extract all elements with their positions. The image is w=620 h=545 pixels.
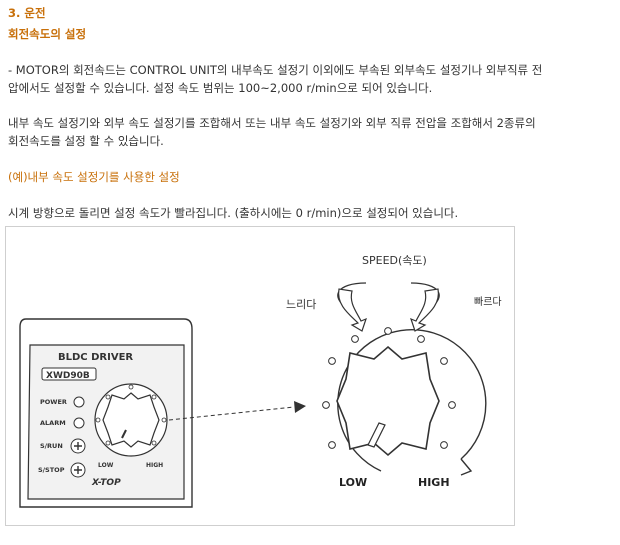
speed-setting-figure: BLDC DRIVER XWD90B POWER ALARM S/RUN S/S… [5, 226, 515, 526]
zoom-pointer-arrow-icon [294, 401, 306, 413]
low-label: LOW [339, 476, 367, 489]
small-speed-knob[interactable] [102, 392, 160, 448]
device-sstop-label: S/STOP [38, 466, 65, 474]
section-subtitle: 회전속도의 설정 [8, 27, 87, 41]
rotate-arrows [337, 282, 440, 332]
device-low-label: LOW [98, 462, 114, 469]
paragraph-2-line-2: 회전속도를 설정 할 수 있습니다. [8, 134, 164, 148]
knob-indicator-icon [367, 422, 386, 448]
alarm-led-icon [73, 417, 85, 429]
speed-label: SPEED(속도) [362, 254, 427, 267]
fast-label: 빠르다 [474, 296, 502, 308]
paragraph-1-line-1: - MOTOR의 회전속드는 CONTROL UNIT의 내부속도 설정기 이외… [8, 63, 543, 77]
large-knob-dots [322, 327, 456, 449]
device-model-label: XWD90B [46, 371, 90, 381]
device-alarm-label: ALARM [40, 419, 66, 427]
section-title: 3. 운전 [8, 6, 46, 20]
high-label: HIGH [418, 476, 450, 489]
large-speed-dial [322, 327, 487, 476]
small-knob-dots [95, 384, 167, 446]
example-description: 시계 방향으로 돌리면 설정 속도가 빨라집니다. (출하시에는 0 r/min… [8, 206, 459, 220]
paragraph-2-line-1: 내부 속도 설정기와 외부 속도 설정기를 조합해서 또는 내부 속도 설정기와… [8, 116, 536, 130]
device-srun-label: S/RUN [40, 442, 63, 450]
device-power-label: POWER [40, 398, 67, 406]
device-logo-label: X-TOP [91, 478, 121, 488]
device-brand-label: BLDC DRIVER [58, 352, 133, 363]
example-heading: (예)내부 속도 설정기를 사용한 설정 [8, 170, 180, 184]
large-speed-knob[interactable] [336, 345, 440, 457]
power-led-icon [73, 396, 85, 408]
bldc-driver-device: BLDC DRIVER XWD90B POWER ALARM S/RUN S/S… [19, 318, 193, 508]
paragraph-1-line-2: 압에서도 설정할 수 있습니다. 설정 속도 범위는 100~2,000 r/m… [8, 81, 433, 95]
slow-label: 느리다 [286, 298, 316, 311]
speed-diagram: BLDC DRIVER XWD90B POWER ALARM S/RUN S/S… [19, 254, 502, 508]
device-high-label: HIGH [146, 462, 163, 469]
